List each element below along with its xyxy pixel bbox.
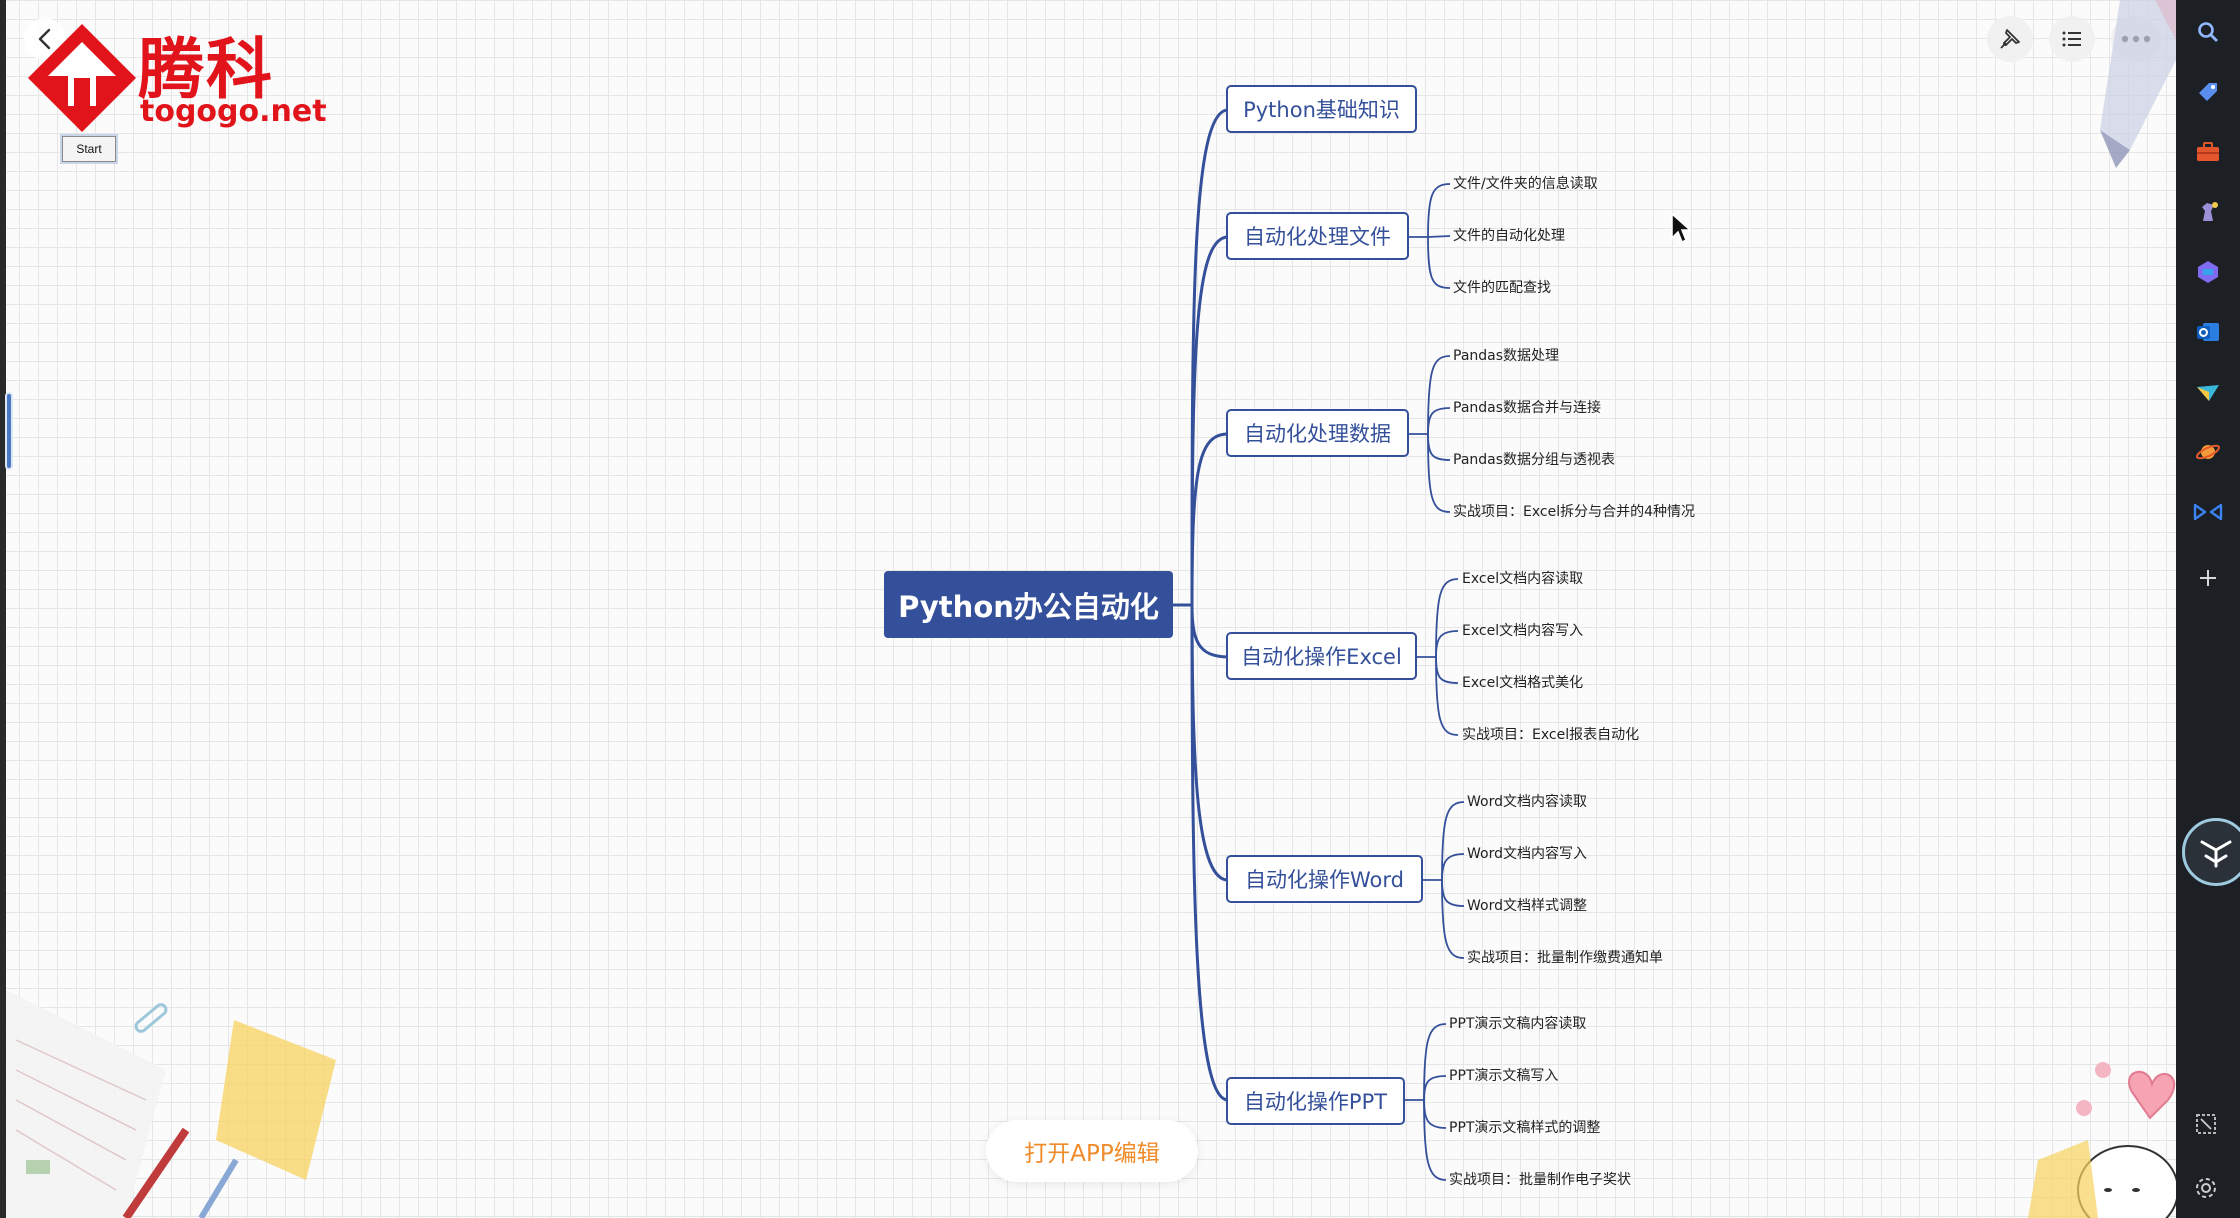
leaf-node[interactable]: Word文档内容写入 (1467, 846, 1587, 862)
search-icon (2198, 22, 2218, 42)
screenshot-icon[interactable] (2194, 1112, 2218, 1136)
leaf-node[interactable]: Excel文档内容读取 (1462, 571, 1584, 587)
leaf-node[interactable]: Pandas数据处理 (1453, 348, 1560, 364)
branch-python-basics[interactable]: Python基础知识 (1226, 85, 1417, 133)
outlook-icon (2197, 323, 2219, 341)
branch-file-automation[interactable]: 自动化处理文件 (1226, 212, 1409, 260)
window-left-edge (0, 0, 6, 1218)
leaf-node[interactable]: 文件的匹配查找 (1453, 280, 1551, 296)
branch-ppt-automation[interactable]: 自动化操作PPT (1226, 1077, 1405, 1125)
assistant-float-button[interactable] (2182, 818, 2240, 886)
sidebar-outlook[interactable] (2190, 314, 2226, 350)
sidebar-infinity[interactable] (2190, 494, 2226, 530)
pin-icon (2000, 29, 2020, 49)
leaf-node[interactable]: 实战项目：批量制作电子奖状 (1449, 1172, 1631, 1188)
left-panel-handle[interactable] (5, 392, 13, 470)
mouse-cursor-icon (1671, 212, 1692, 244)
outline-button[interactable] (2049, 16, 2095, 62)
leaf-node[interactable]: PPT演示文稿内容读取 (1449, 1016, 1587, 1032)
sidebar-briefcase[interactable] (2190, 134, 2226, 170)
assistant-icon (2200, 840, 2232, 868)
decorative-mascot-illustration (2028, 1062, 2176, 1218)
briefcase-icon (2197, 142, 2219, 161)
copilot-icon (2198, 261, 2218, 283)
chess-icon (2202, 202, 2218, 221)
planet-icon (2195, 444, 2221, 460)
open-app-edit-button[interactable]: 打开APP编辑 (986, 1120, 1198, 1182)
settings-icon[interactable] (2194, 1176, 2218, 1200)
togogo-logo: 腾科 togogo.net (26, 22, 327, 142)
leaf-node[interactable]: Pandas数据合并与连接 (1453, 400, 1602, 416)
add-icon (2200, 570, 2216, 586)
branch-excel-automation[interactable]: 自动化操作Excel (1226, 632, 1417, 680)
leaf-node[interactable]: Excel文档内容写入 (1462, 623, 1584, 639)
logo-mark-icon (28, 24, 136, 132)
leaf-node[interactable]: 实战项目：Excel拆分与合并的4种情况 (1453, 504, 1695, 520)
leaf-node[interactable]: Excel文档格式美化 (1462, 675, 1584, 691)
leaf-node[interactable]: 文件/文件夹的信息读取 (1453, 176, 1598, 192)
leaf-node[interactable]: 实战项目：批量制作缴费通知单 (1467, 950, 1663, 966)
sidebar-copilot[interactable] (2190, 254, 2226, 290)
leaf-node[interactable]: 实战项目：Excel报表自动化 (1462, 727, 1640, 743)
sidebar-add[interactable] (2190, 560, 2226, 596)
start-button[interactable]: Start (62, 136, 116, 162)
leaf-node[interactable]: Pandas数据分组与透视表 (1453, 452, 1616, 468)
back-button[interactable] (24, 18, 66, 60)
leaf-node[interactable]: 文件的自动化处理 (1453, 228, 1565, 244)
sidebar-chess[interactable] (2190, 194, 2226, 230)
tag-icon (2199, 83, 2217, 101)
edge-sidebar (2176, 0, 2240, 1218)
chevron-left-icon (38, 28, 51, 50)
decorative-pencil-illustration (2100, 0, 2176, 168)
decorative-stationery-illustration (6, 990, 336, 1218)
pin-button[interactable] (1987, 16, 2033, 62)
leaf-node[interactable]: Word文档样式调整 (1467, 898, 1587, 914)
outline-list-icon (2062, 31, 2081, 47)
leaf-node[interactable]: PPT演示文稿样式的调整 (1449, 1120, 1601, 1136)
sidebar-planet[interactable] (2190, 434, 2226, 470)
leaf-node[interactable]: Word文档内容读取 (1467, 794, 1587, 810)
send-icon (2197, 385, 2219, 401)
logo-chinese-text: 腾科 (138, 31, 274, 108)
branch-word-automation[interactable]: 自动化操作Word (1226, 855, 1423, 903)
logo-english-text: togogo.net (140, 94, 327, 129)
sidebar-tag[interactable] (2190, 74, 2226, 110)
leaf-node[interactable]: PPT演示文稿写入 (1449, 1068, 1559, 1084)
mindmap-root-node[interactable]: Python办公自动化 (884, 571, 1173, 638)
branch-data-automation[interactable]: 自动化处理数据 (1226, 409, 1409, 457)
sidebar-search[interactable] (2190, 14, 2226, 50)
infinity-icon (2193, 503, 2223, 521)
sidebar-send[interactable] (2190, 374, 2226, 410)
